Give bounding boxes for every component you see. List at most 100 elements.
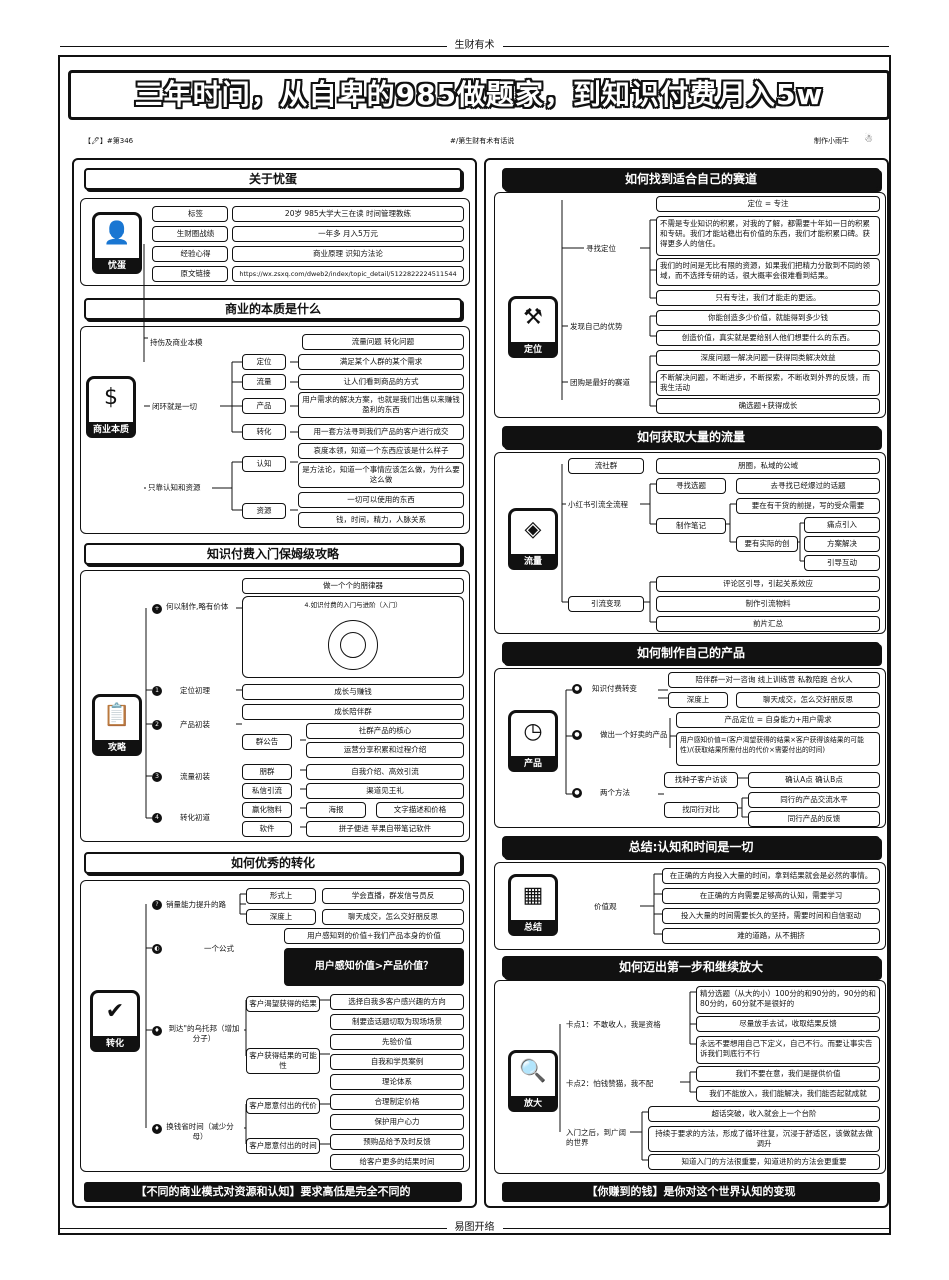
convert-step-1-badge: ? [152,900,162,910]
position-node-3b: 不断解决问题，不断进步，不断探索，不断收到外界的反馈，而我生活动 [656,370,880,396]
about-row-key: 原文链接 [152,266,228,282]
product-node-3a: 找种子客户访谈 [664,772,738,788]
traffic-icon-box: ◈流量 [508,508,558,570]
product-panel [494,668,886,828]
about-row-value[interactable]: https://wx.zsxq.com/dweb2/index/topic_de… [232,266,464,282]
next-card-1c: 永远不要想用自己下定义，自己不行。而要让事实告诉我们到底行不行 [696,1036,880,1064]
next-card-2b: 我们不能放入，我们能解决，我们能否起就成就 [696,1086,880,1102]
guide-node-5a1: 海报 [306,802,366,818]
biz-resources: 资源 [242,503,286,519]
clipboard-icon: 📋 [103,703,131,728]
biz-node-2: 闭环就是一切 [152,402,197,411]
position-node-1c: 只有专注，我们才能走的更远。 [656,290,880,306]
position-panel [494,192,886,418]
next-card-2: 卡点2：怕钱赞猫，我不配 [566,1079,654,1088]
biz-cognition: 认知 [242,456,286,472]
summary-node-c: 投入大量的时间需要长久的坚持，需要时间和自信驱动 [662,908,880,924]
biz-node-1: 持伤及商业本模 [150,338,203,347]
guide-node-4a1: 自我介绍、高效引流 [306,764,464,780]
guide-icon-box: 📋攻略 [92,694,142,756]
biz-loop-key: 流量 [242,374,286,390]
convert-node-4a: 客户愿意付出的代价 [246,1098,320,1114]
avatar: 👤忧蛋 [92,212,142,274]
product-step-3-badge: ● [572,788,582,798]
gavel-icon: ⚒ [523,305,543,330]
biz-loop-value: 让人们看到商品的方式 [298,374,464,390]
convert-node-1a: 形式上 [246,888,316,904]
biz-loop-key: 定位 [242,354,286,370]
traffic-title: 如何获取大量的流量 [502,426,880,448]
traffic-node-2b2a: 痛点引入 [804,517,880,533]
traffic-node-1: 流社群 [568,458,644,474]
biz-icon-box: $商业本质 [86,376,136,438]
biz-title: 商业的本质是什么 [84,298,462,320]
position-node-3c: 确选题+获得成长 [656,398,880,414]
convert-node-2b: 用户感知价值>产品价值？ [284,948,464,986]
convert-node-4a1: 合理制定价格 [330,1094,464,1110]
position-node-1a: 不需是专业知识的积累，对我的了解，都需要十年如一日的积累和专研。我们才能站稳出有… [656,216,880,256]
guide-diagram-ring [328,620,378,670]
calculator-icon: ▦ [522,883,544,908]
next-card-3: 入门之后，到广阔的世界 [566,1128,626,1147]
guide-step-3-badge: 2 [152,720,162,730]
page-frame [58,55,891,1235]
next-card-1: 卡点1：不敢收人，我是资格 [566,1020,661,1029]
biz-node-1-value: 流量问题 转化问题 [302,334,464,350]
convert-node-3b: 客户获得结果的可能性 [246,1048,320,1074]
guide-node-5b1: 拼子便进 苹果自带笔记软件 [306,821,464,837]
about-row-key: 生财圈战绩 [152,226,228,242]
product-title: 如何制作自己的产品 [502,642,880,664]
magnifier-icon: 🔍 [519,1059,547,1084]
convert-panel [80,880,470,1172]
guide-title: 知识付费入门保姆级攻略 [84,543,462,565]
right-column [484,158,889,1208]
guide-step-1-badge: + [152,604,162,614]
convert-title: 如何优秀的转化 [84,852,462,874]
convert-node-4b2: 给客户更多的结果时间 [330,1154,464,1170]
guide-node-4b1: 渠道见王礼 [306,783,464,799]
about-row-key: 标签 [152,206,228,222]
convert-step-3-badge: ♦ [152,1026,162,1036]
biz-loop-value: 用户需求的解决方案，也就是我们出售以来赚钱盈利的东西 [298,392,464,418]
convert-node-1a1: 学会直播，群发信号员反 [322,888,464,904]
about-row-value: 一年多 月入5万元 [232,226,464,242]
summary-icon-box: ▦总结 [508,874,558,936]
traffic-node-2a1: 去寻找已经爆过的话题 [736,478,880,494]
left-banner: 【不同的商业模式对资源和认知】要求高低是完全不同的 [84,1182,462,1202]
guide-node-2: 定位初理 [180,686,210,695]
product-node-1a: 陪伴群一对一咨询 线上训练营 私教陪跑 合伙人 [668,672,880,688]
convert-node-4: 换钱省时间（减少分母） [166,1122,234,1141]
guide-node-1: 何以制作,略有价体 [166,602,229,611]
convert-node-3b3: 理论体系 [330,1074,464,1090]
convert-node-1: 销量能力提升的路 [166,900,226,909]
traffic-node-3a: 评论区引导，引起关系效应 [656,576,880,592]
guide-node-5: 转化初道 [180,813,210,822]
guide-step-4-badge: 3 [152,772,162,782]
convert-step-4-badge: ♦ [152,1124,162,1134]
convert-node-1b: 深度上 [246,909,316,925]
product-step-2-badge: ● [572,730,582,740]
guide-node-3b: 群公告 [242,734,292,750]
product-node-2b: 用户感知价值=(客户渴望获得的结果×客户获得该结果的可能性)/(获取结果所需付出… [676,732,880,766]
biz-cognition-2: 是方法论，知道一个事情应该怎么做，为什么要这么做 [298,462,464,488]
about-row-value: 商业原理 识知方法论 [232,246,464,262]
position-node-2b: 创造价值，真实就是要给别人他们想要什么的东西。 [656,330,880,346]
guide-diagram-title: 4.如识付费的入门与进阶（入门） [304,601,402,609]
traffic-panel [494,452,886,634]
next-card-3a: 超话突破，收入就会上一个台阶 [648,1106,880,1122]
convert-step-2-badge: ◐ [152,944,162,954]
guide-step-5-badge: 4 [152,813,162,823]
biz-resources-1: 一切可以使用的东西 [298,492,464,508]
next-card-1b: 尽量放手去试，收取结果反馈 [696,1016,880,1032]
traffic-node-3c: 前片汇总 [656,616,880,632]
convert-node-4b1: 预购品给予及时反馈 [330,1134,464,1150]
next-panel [494,980,886,1174]
summary-node-b: 在正确的方向需要足够高的认知，需要学习 [662,888,880,904]
about-panel [80,198,470,286]
convert-node-2a: 用户感知到的价值÷我们产品本身的价值 [284,928,464,944]
meta-right: 制作小雨牛 [814,137,849,145]
page-title: 三年时间，从自卑的985做题家，到知识付费月入5w [68,70,890,120]
guide-node-1a: 做一个个的朋律器 [242,578,464,594]
traffic-node-2a: 寻找选题 [656,478,726,494]
convert-node-1b1: 聊天成交，怎么交好朋反思 [322,909,464,925]
